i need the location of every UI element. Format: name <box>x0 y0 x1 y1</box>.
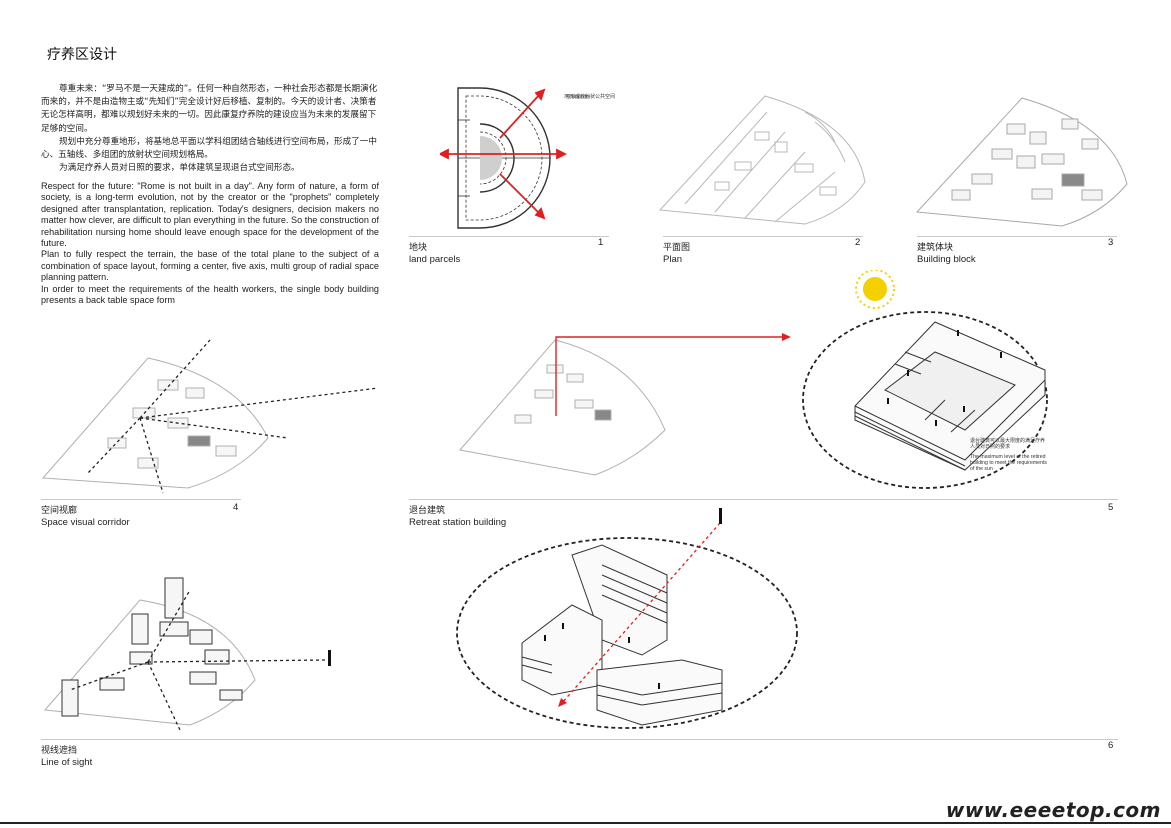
caption-zh: 地块 <box>409 243 428 253</box>
caption-zh: 建筑体块 <box>917 243 954 253</box>
caption-en: Retreat station building <box>409 517 507 528</box>
panel-3-caption: 建筑体块 Building block <box>917 240 976 265</box>
parcel-note: 可形成放射状公共空间 <box>564 93 590 99</box>
panel-1-caption: 地块 land parcels <box>409 240 460 265</box>
building-block-drawing <box>915 97 1128 227</box>
divider <box>409 236 609 237</box>
caption-zh: 退台建筑 <box>409 506 446 516</box>
intro-zh-paragraph: 规划中充分尊重地形，将基地总平面以学科组团结合轴线进行空间布局，形成了一中心、五… <box>41 136 377 161</box>
retreat-note-zh: 退台建筑可以最大限度的满足疗养人员对日照的要求 <box>970 438 1046 451</box>
panel-2-caption: 平面图 Plan <box>663 240 690 265</box>
caption-en: land parcels <box>409 254 461 265</box>
intro-en-paragraph: In order to meet the requirements of the… <box>41 283 379 306</box>
person-icon <box>328 650 331 666</box>
parcel-note-text: 可形成放射状公共空间 <box>565 94 616 100</box>
divider <box>917 236 1117 237</box>
caption-en: Building block <box>917 254 976 265</box>
footer-rule <box>0 822 1171 824</box>
panel-6-caption: 视线遮挡 Line of sight <box>41 743 92 768</box>
intro-chinese: 尊重未来：“罗马不是一天建成的”。任何一种自然形态，一种社会形态都是长期演化而来… <box>41 83 379 175</box>
divider <box>663 236 863 237</box>
caption-zh: 平面图 <box>663 243 691 253</box>
caption-zh: 空间视廊 <box>41 506 78 516</box>
retreat-building-drawing <box>459 270 1048 489</box>
intro-en-paragraph: Respect for the future: "Rome is not bui… <box>41 181 380 249</box>
intro-zh-paragraph: 尊重未来：“罗马不是一天建成的”。任何一种自然形态，一种社会形态都是长期演化而来… <box>41 84 378 134</box>
watermark: www.eeeetop.com <box>945 798 1161 822</box>
person-icon <box>544 623 660 689</box>
person-icon <box>719 508 722 524</box>
intro-zh-paragraph: 为满足疗养人员对日照的要求，单体建筑呈现退台式空间形态。 <box>59 163 300 174</box>
panel-number: 2 <box>855 237 861 248</box>
panel-number: 4 <box>233 502 239 513</box>
panel-number: 3 <box>1108 237 1114 248</box>
divider <box>409 499 1118 500</box>
land-parcels-diagram: 可形成放射状公共空间 <box>440 87 590 229</box>
panel-number: 5 <box>1108 502 1114 513</box>
divider <box>41 499 241 500</box>
site-plan-drawing <box>658 95 866 225</box>
person-icon <box>887 330 1002 426</box>
caption-en: Plan <box>663 254 683 265</box>
sun-icon <box>855 270 895 309</box>
retreat-note-en: The maximum level of the retired buildin… <box>970 454 1047 472</box>
caption-en: Line of sight <box>41 757 93 768</box>
line-of-sight-drawing <box>43 577 331 731</box>
terraced-building-section-drawing <box>456 508 798 729</box>
panel-number: 1 <box>598 237 604 248</box>
caption-en: Space visual corridor <box>41 517 130 528</box>
page-title: 疗养区设计 <box>47 47 117 63</box>
panel-4-caption: 空间视廊 Space visual corridor <box>41 503 130 528</box>
divider <box>41 739 1118 740</box>
visual-corridor-drawing <box>41 339 379 494</box>
caption-zh: 视线遮挡 <box>41 746 78 756</box>
panel-number: 6 <box>1108 740 1114 751</box>
intro-en-paragraph: Plan to fully respect the terrain, the b… <box>41 249 379 283</box>
intro-english: Respect for the future: "Rome is not bui… <box>41 181 379 306</box>
panel-5-caption: 退台建筑 Retreat station building <box>409 503 506 528</box>
